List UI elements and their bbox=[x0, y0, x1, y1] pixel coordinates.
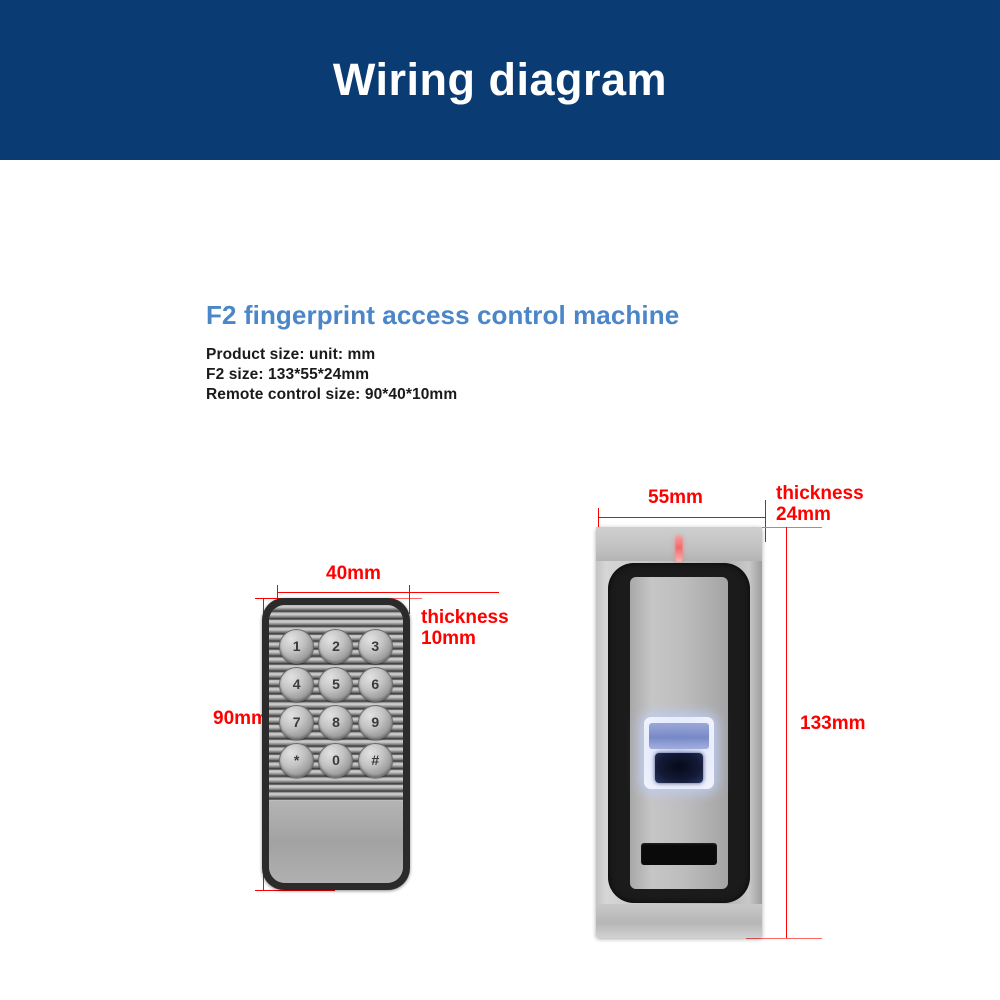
device-width-dim-line bbox=[598, 517, 766, 518]
led-indicator-icon bbox=[675, 536, 683, 562]
device-top-extension-line bbox=[746, 527, 822, 528]
header-banner: Wiring diagram bbox=[0, 0, 1000, 160]
device-height-label: 133mm bbox=[800, 713, 866, 734]
remote-key[interactable]: 8 bbox=[318, 704, 354, 740]
remote-key[interactable]: 4 bbox=[279, 666, 315, 702]
remote-keypad: 1 2 3 4 5 6 7 8 9 * 0 # bbox=[277, 627, 395, 779]
remote-key[interactable]: 7 bbox=[279, 704, 315, 740]
device-width-tick-right bbox=[765, 500, 766, 542]
fingerprint-sensor-window bbox=[649, 723, 709, 749]
remote-key[interactable]: # bbox=[357, 742, 393, 778]
remote-key[interactable]: * bbox=[279, 742, 315, 778]
remote-key[interactable]: 0 bbox=[318, 742, 354, 778]
remote-key[interactable]: 3 bbox=[357, 628, 393, 664]
device-bottom-extension-line bbox=[746, 938, 822, 939]
f2-access-control-device bbox=[596, 527, 762, 938]
remote-thickness-label-line2: 10mm bbox=[421, 628, 476, 649]
device-width-label: 55mm bbox=[648, 487, 703, 508]
device-thickness-label: thickness 24mm bbox=[776, 483, 864, 525]
device-housing bbox=[596, 527, 762, 938]
remote-face: 1 2 3 4 5 6 7 8 9 * 0 # bbox=[269, 605, 403, 883]
remote-width-label: 40mm bbox=[326, 563, 381, 584]
remote-body: 1 2 3 4 5 6 7 8 9 * 0 # bbox=[262, 598, 410, 890]
remote-height-tick-top bbox=[255, 598, 289, 599]
device-front-panel bbox=[630, 577, 728, 889]
device-thickness-label-line2: 24mm bbox=[776, 504, 831, 525]
device-top-strip bbox=[596, 527, 762, 562]
card-reader-slot bbox=[641, 843, 717, 865]
intro-text-block: F2 fingerprint access control machine Pr… bbox=[206, 300, 826, 405]
remote-lower-panel bbox=[269, 801, 403, 883]
remote-key[interactable]: 9 bbox=[357, 704, 393, 740]
remote-height-label: 90mm bbox=[213, 708, 268, 729]
product-heading: F2 fingerprint access control machine bbox=[206, 300, 680, 330]
device-width-tick-left bbox=[598, 508, 599, 532]
remote-key[interactable]: 5 bbox=[318, 666, 354, 702]
intro-line-f2-size: F2 size: 133*55*24mm bbox=[206, 366, 370, 383]
remote-key[interactable]: 2 bbox=[318, 628, 354, 664]
intro-line-remote-size: Remote control size: 90*40*10mm bbox=[206, 386, 458, 403]
device-thickness-label-line1: thickness bbox=[776, 483, 864, 504]
remote-key[interactable]: 1 bbox=[279, 628, 315, 664]
fingerprint-sensor-chip bbox=[655, 753, 703, 783]
remote-width-dim-line bbox=[277, 592, 499, 593]
device-height-dim-line bbox=[786, 527, 787, 938]
remote-thickness-tick bbox=[409, 598, 410, 614]
remote-thickness-label-line1: thickness bbox=[421, 607, 509, 628]
page-title: Wiring diagram bbox=[332, 54, 668, 105]
remote-key[interactable]: 6 bbox=[357, 666, 393, 702]
fingerprint-sensor[interactable] bbox=[644, 717, 714, 789]
remote-control: 1 2 3 4 5 6 7 8 9 * 0 # bbox=[262, 598, 410, 890]
remote-width-tick-left bbox=[277, 585, 278, 607]
remote-thickness-label: thickness 10mm bbox=[421, 607, 509, 649]
intro-line-product-size: Product size: unit: mm bbox=[206, 346, 376, 363]
remote-height-tick-bottom bbox=[255, 890, 335, 891]
device-base bbox=[596, 904, 762, 938]
device-bezel bbox=[608, 563, 750, 903]
remote-width-tick-right bbox=[409, 585, 410, 607]
